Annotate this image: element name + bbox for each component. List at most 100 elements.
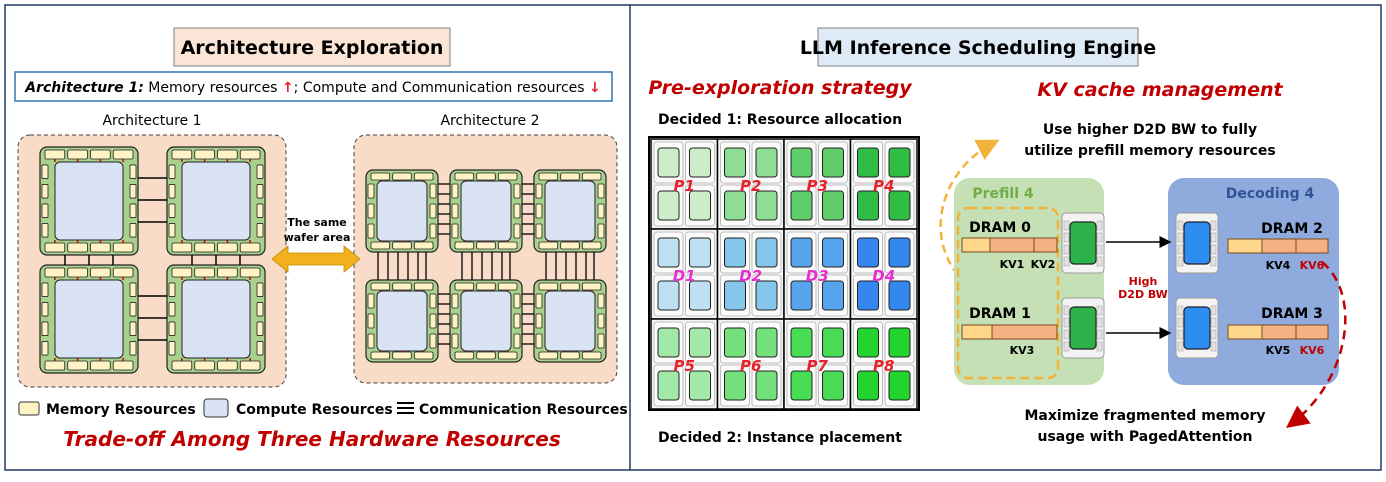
arch1-chip-3-memory-side: [129, 282, 137, 297]
arch1-chip-1-memory-bottom: [44, 242, 66, 253]
arch2-chip-1-memory-side: [429, 183, 437, 199]
arch2-chip-1-memory-bottom: [392, 241, 412, 250]
arch2-chip-5-memory-side: [513, 333, 521, 349]
chip-die: [755, 147, 778, 178]
arch2-chip-3-memory-top: [581, 172, 602, 181]
arch1-chip-2-memory-top: [217, 149, 238, 160]
arch1-chip-1-memory-side: [41, 223, 49, 238]
dram2-label: DRAM 2: [1261, 221, 1323, 237]
arch1-chip-3-memory-top: [44, 267, 66, 278]
left-title-box: [173, 27, 451, 67]
decoding-chip-top-pin-right: [1210, 220, 1217, 231]
arch2-chip-6-memory-bottom: [581, 351, 602, 360]
arch2-chip-5-memory-side: [513, 313, 521, 329]
decoding-chip-top-pin-right: [1210, 256, 1217, 267]
grid-label-D1: D1: [673, 267, 696, 285]
prefill-chip-top-pin-right: [1096, 220, 1103, 231]
arch2-chip-1-memory-bottom: [370, 241, 391, 250]
decoding-label: Decoding 4: [1226, 186, 1315, 202]
decoding-chip-top-pin-right: [1210, 244, 1217, 255]
grid-group-P3: P3: [783, 138, 852, 230]
grid-label-D4: D4: [872, 267, 895, 285]
arch2-chip-5-memory-side: [451, 293, 459, 309]
chip-die: [790, 190, 813, 221]
arch1-chip-1-memory-bottom: [112, 242, 134, 253]
prefill-chip-bottom-pin-left: [1063, 329, 1070, 340]
memory-legend-swatch: [18, 401, 40, 416]
arch1-chip-2-memory-side: [168, 164, 176, 179]
arch2-chip-3-memory-side: [597, 203, 605, 219]
chip-die: [657, 370, 680, 401]
chip-die: [822, 237, 844, 268]
arch1-chip-3-memory-side: [129, 341, 137, 356]
chip-die: [657, 280, 680, 311]
chip-die: [724, 327, 746, 358]
decoding-chip-bottom: [1175, 297, 1219, 359]
arch2-chip-6-memory-side: [535, 293, 543, 309]
arch1-chip-1: [39, 146, 139, 256]
grid-label-P8: P8: [873, 357, 894, 375]
arch2-chip-5-compute-die: [460, 290, 512, 352]
arch1-chip-2-memory-side: [168, 184, 176, 199]
architecture-banner-text: Architecture 1: Memory resources ↑; Comp…: [24, 80, 601, 96]
use-higher-line1: Use higher D2D BW to fully: [1043, 122, 1257, 138]
decoding-chip-bottom-pin-left: [1177, 329, 1184, 340]
arch2-chip-1-memory-side: [429, 203, 437, 219]
decoding-chip-bottom-pin-right: [1210, 305, 1217, 316]
arch1-chip-3-memory-side: [41, 302, 49, 317]
memory-legend-label: Memory Resources: [46, 402, 196, 418]
decoding-chip-top-pin-left: [1177, 232, 1184, 243]
arch2-chip-4-compute-die: [376, 290, 428, 352]
arch2-chip-5-memory-side: [451, 333, 459, 349]
chip-die: [822, 147, 844, 178]
decoding-chip-bottom-pin-right: [1210, 341, 1217, 352]
arch2-chip-5-memory-top: [454, 282, 475, 291]
arch1-chip-3: [39, 264, 139, 374]
arch2-chip-4-memory-side: [367, 333, 375, 349]
prefill-chip-bottom-pin-right: [1096, 317, 1103, 328]
arch1-chip-4-memory-top: [171, 267, 193, 278]
prefill-chip-top-pin-left: [1063, 244, 1070, 255]
grid-label-P3: P3: [807, 177, 828, 195]
arch2-chip-2-compute-die: [460, 180, 512, 242]
kv-cache-title: KV cache management: [1037, 79, 1283, 101]
arch2-chip-3: [533, 169, 607, 253]
decoding-chip-bottom-pin-left: [1177, 305, 1184, 316]
arch2-chip-4-memory-side: [367, 313, 375, 329]
legend: Memory Resources Compute Resources Commu…: [18, 398, 628, 418]
arch1-chip-1-memory-side: [129, 223, 137, 238]
chip-die: [857, 237, 879, 268]
arch2-chip-1-memory-side: [367, 183, 375, 199]
chip-die: [724, 280, 746, 311]
arch1-chip-1-memory-bottom: [90, 242, 111, 253]
arch2-chip-3-memory-side: [535, 223, 543, 239]
arch2-chip-3-memory-side: [535, 203, 543, 219]
decoding-chip-bottom-die: [1183, 306, 1211, 350]
chip-die: [689, 237, 711, 268]
prefill-chip-top-die: [1069, 221, 1097, 265]
arch2-chip-3-compute-die: [544, 180, 596, 242]
pre-exploration-title: Pre-exploration strategy: [648, 77, 913, 99]
arch2-chip-4-memory-bottom: [413, 351, 434, 360]
decoding-chip-bottom-pin-left: [1177, 317, 1184, 328]
decided-2-label: Decided 2: Instance placement: [658, 430, 902, 446]
prefill-chip-top-pin-right: [1096, 244, 1103, 255]
dram3-kv6: KV6: [1300, 344, 1325, 357]
arch1-chip-2-memory-top: [194, 149, 215, 160]
prefill-chip-bottom-pin-right: [1096, 341, 1103, 352]
arch2-chip-1-memory-top: [370, 172, 391, 181]
arch1-chip-3-memory-bottom: [44, 360, 66, 371]
arch1-chip-4-memory-side: [256, 341, 264, 356]
prefill-chip-bottom-pin-left: [1063, 317, 1070, 328]
arch1-chip-3-compute-die: [54, 279, 124, 359]
dram0-label: DRAM 0: [969, 220, 1031, 236]
same-area-line2: wafer area: [284, 231, 351, 244]
arch1-chip-4-memory-top: [194, 267, 215, 278]
grid-label-P6: P6: [740, 357, 761, 375]
arch2-chip-1: [365, 169, 439, 253]
grid-label-P7: P7: [807, 357, 829, 375]
chip-die: [657, 327, 680, 358]
arch1-chip-1-memory-side: [41, 184, 49, 199]
arch1-chip-1-memory-side: [129, 164, 137, 179]
arch1-chip-4-compute-die: [181, 279, 251, 359]
